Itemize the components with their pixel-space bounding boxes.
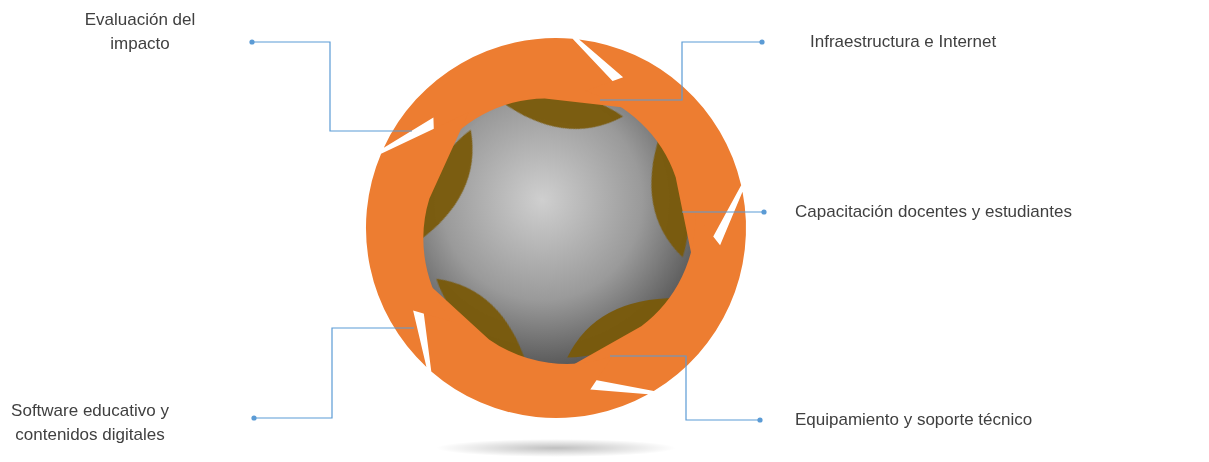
leader-label: Software educativo y contenidos digitale… [4, 399, 176, 447]
orange-arrows [322, 6, 807, 462]
leader-label: Infraestructura e Internet [810, 30, 996, 54]
leader-dots [249, 39, 766, 422]
leader-label: Evaluación del impacto [84, 8, 196, 56]
leader-label: Equipamiento y soporte técnico [795, 408, 1032, 432]
sphere-shadow [436, 439, 676, 457]
leader-label: Capacitación docentes y estudiantes [795, 200, 1072, 224]
leader-lines [252, 42, 764, 420]
